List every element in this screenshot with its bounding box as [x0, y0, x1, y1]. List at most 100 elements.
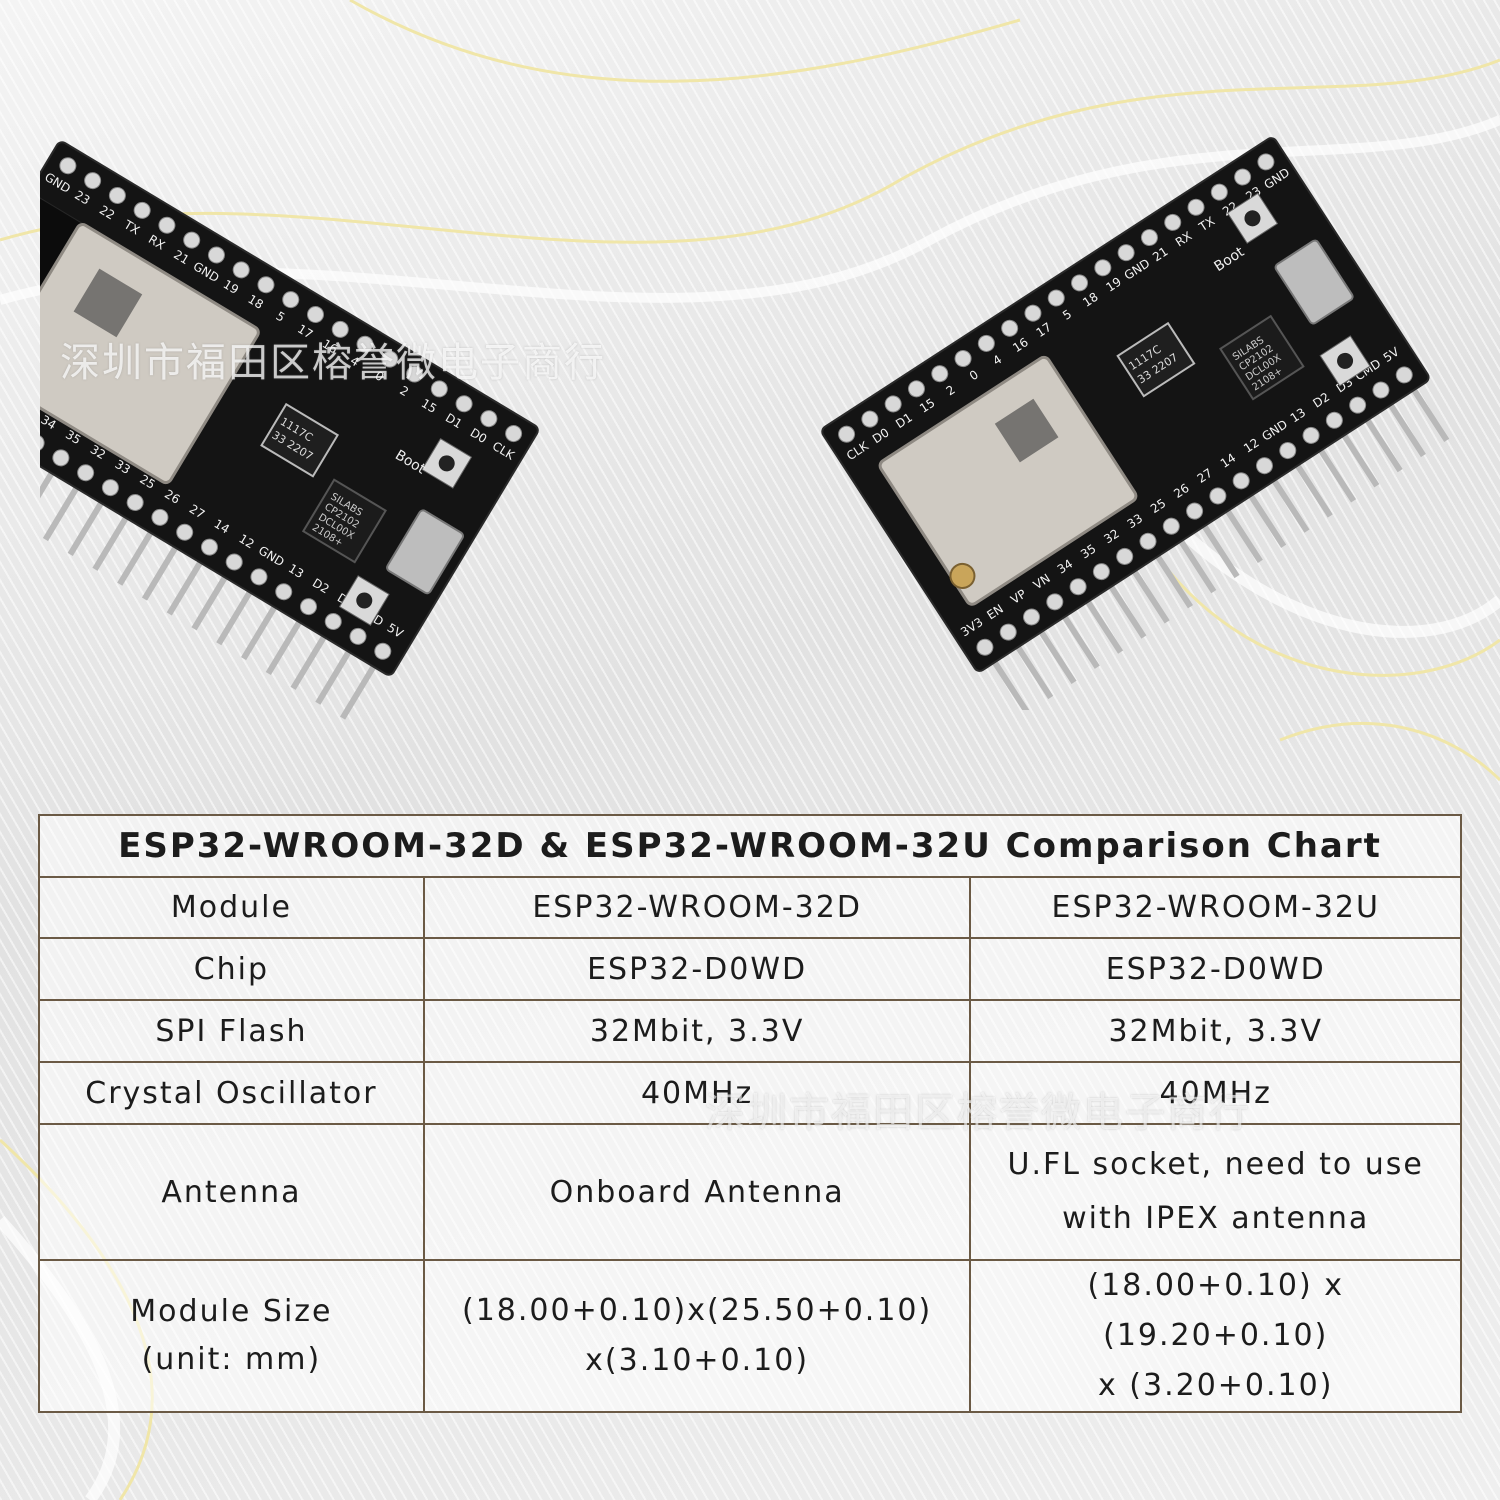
pin-leg: [92, 507, 134, 571]
pin-label: 19: [221, 277, 241, 297]
pin-pad: [84, 172, 102, 190]
pin-pad: [275, 583, 293, 601]
pin-leg: [67, 492, 109, 557]
pin-pad: [455, 395, 473, 413]
pin-leg: [1103, 576, 1147, 639]
watermark-top: 深圳市福田区榕誉微电子商行: [60, 340, 606, 386]
module-size-unit: (unit: mm): [141, 1342, 322, 1377]
cell-32d-size-line1: (18.00+0.10)x(25.50+0.10): [462, 1293, 933, 1328]
pin-leg: [986, 652, 1030, 710]
pin-label: 27: [1195, 466, 1215, 486]
pin-pad: [1024, 304, 1042, 322]
pin-leg: [1382, 395, 1426, 458]
pin-pad: [126, 493, 144, 511]
pin-label: 34: [1055, 557, 1075, 577]
pin-leg: [1196, 516, 1240, 579]
pin-leg: [265, 611, 307, 676]
pin-pad: [1117, 244, 1135, 262]
pin-pad: [1046, 593, 1064, 611]
pin-pad: [133, 201, 151, 219]
pin-pad: [406, 365, 424, 383]
pin-pad: [183, 231, 201, 249]
pin-label: 21: [171, 247, 191, 267]
pin-pad: [331, 320, 349, 338]
table-row: Chip ESP32-D0WD ESP32-D0WD: [38, 937, 1462, 1001]
pin-label: 12: [1241, 436, 1261, 456]
usb-uart-chip: [301, 478, 387, 564]
pin-pad: [207, 246, 225, 264]
watermark-table: 深圳市福田区榕誉微电子商行: [705, 1090, 1251, 1136]
qr-code: [994, 398, 1059, 463]
row-label-module-size: Module Size (unit: mm): [38, 1259, 425, 1413]
table-row: SPI Flash 32Mbit, 3.3V 32Mbit, 3.3V: [38, 999, 1462, 1063]
module-size-label: Module Size: [130, 1294, 333, 1329]
pin-pad: [1210, 183, 1228, 201]
pin-pad: [1001, 319, 1019, 337]
voltage-regulator: [260, 402, 340, 478]
pin-pad: [1023, 608, 1041, 626]
pin-label: 15: [917, 396, 937, 416]
pin-leg: [40, 463, 60, 527]
cell-32u-chip: ESP32-D0WD: [969, 937, 1462, 1001]
micro-usb-port: [386, 509, 464, 595]
row-label-antenna: Antenna: [38, 1123, 425, 1261]
pin-label: 25: [1148, 496, 1168, 516]
pin-label: 32: [88, 442, 108, 462]
pin-pad: [1162, 517, 1180, 535]
pin-pad: [108, 186, 126, 204]
cell-32d-size: (18.00+0.10)x(25.50+0.10) x(3.10+0.10): [422, 1259, 972, 1413]
pin-pad: [480, 410, 498, 428]
pin-pad: [306, 306, 324, 324]
pin-pad: [200, 538, 218, 556]
pin-pad: [1395, 366, 1413, 384]
row-label-spi-flash: SPI Flash: [38, 999, 425, 1063]
pin-pad: [282, 291, 300, 309]
pin-pad: [225, 553, 243, 571]
pin-pad: [1071, 274, 1089, 292]
micro-usb-port: [1274, 239, 1354, 325]
pin-label: 12: [236, 531, 256, 551]
pin-pad: [1255, 457, 1273, 475]
pin-label: 33: [113, 457, 133, 477]
pin-leg: [1033, 622, 1077, 685]
pin-pad: [101, 479, 119, 497]
pin-label: 35: [1078, 541, 1098, 561]
pin-pad: [1279, 442, 1297, 460]
pin-pad: [1047, 289, 1065, 307]
pin-pad: [884, 395, 902, 413]
cell-32d-antenna: Onboard Antenna: [422, 1123, 972, 1261]
pin-pad: [1325, 411, 1343, 429]
pin-pad: [1092, 563, 1110, 581]
pin-label: 15: [419, 396, 439, 416]
pin-leg: [1126, 561, 1170, 624]
pin-pad: [59, 157, 77, 175]
pin-pad: [907, 380, 925, 398]
row-label-crystal: Crystal Oscillator: [38, 1061, 425, 1125]
pin-leg: [216, 582, 258, 646]
cell-32u-size-line2: x (3.20+0.10): [1098, 1368, 1334, 1403]
pin-leg: [1173, 531, 1217, 594]
pin-pad: [1164, 213, 1182, 231]
pin-label: 18: [246, 292, 266, 312]
pin-leg: [315, 641, 357, 705]
pin-leg: [1336, 425, 1380, 488]
pin-pad: [505, 425, 523, 443]
pin-label: 17: [295, 322, 315, 342]
cell-32u-size-line1: (18.00+0.10) x (19.20+0.10): [1087, 1268, 1344, 1353]
cell-32u-size: (18.00+0.10) x (19.20+0.10) x (3.20+0.10…: [969, 1259, 1462, 1413]
pin-pad: [430, 380, 448, 398]
pin-leg: [1359, 410, 1403, 473]
pin-pad: [861, 410, 879, 428]
pin-label: 16: [1010, 335, 1030, 355]
cell-32d-spi-flash: 32Mbit, 3.3V: [422, 999, 972, 1063]
pin-leg: [1312, 440, 1357, 503]
row-label-chip: Chip: [38, 937, 425, 1001]
table-row: Module Size (unit: mm) (18.00+0.10)x(25.…: [38, 1259, 1462, 1413]
pin-leg: [240, 597, 283, 661]
pin-leg: [1010, 637, 1054, 700]
pin-leg: [1289, 455, 1333, 518]
pin-label: 27: [187, 502, 207, 522]
